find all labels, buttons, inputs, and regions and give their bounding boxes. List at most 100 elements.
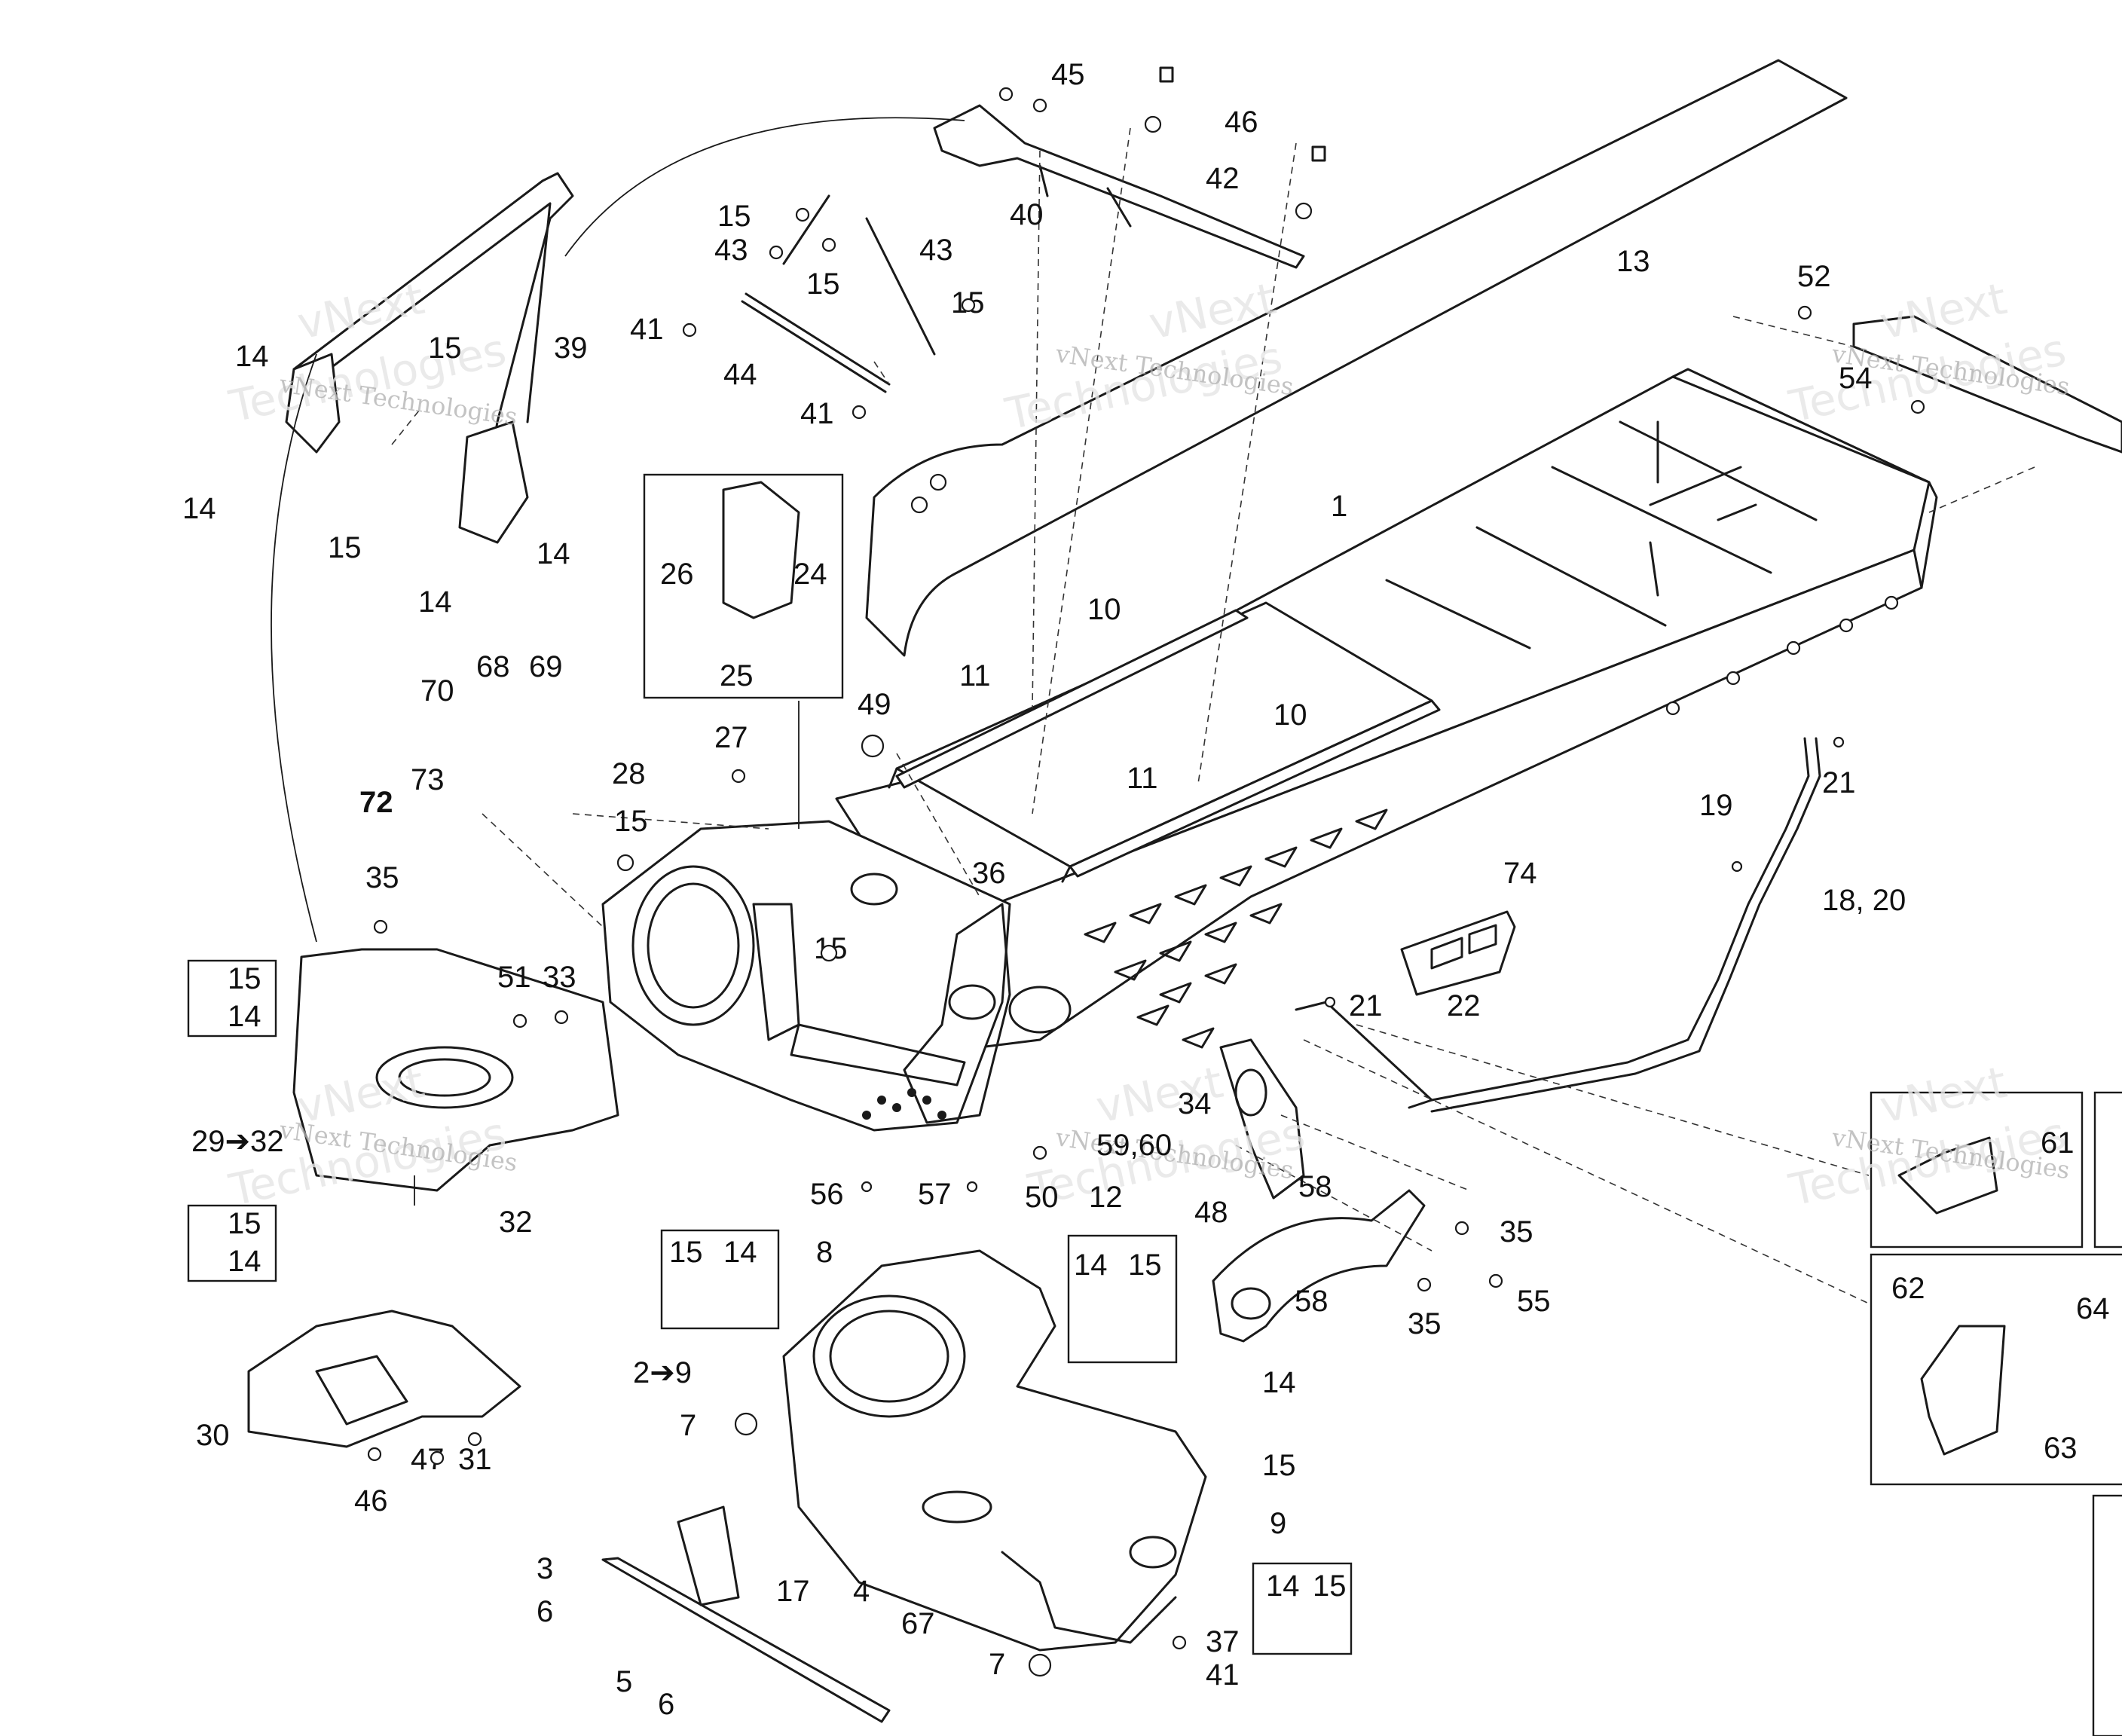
callout-54: 54	[1839, 362, 1873, 395]
upper-arm-assembly	[741, 104, 1305, 393]
watermark-vnext-1: vNext	[293, 273, 429, 350]
callout-68: 68	[476, 650, 510, 683]
callout-58-b: 58	[1295, 1285, 1329, 1318]
callout-74: 74	[1503, 857, 1537, 890]
callout-10-b: 10	[1274, 698, 1307, 732]
callout-12: 12	[1089, 1181, 1123, 1214]
callout-50: 50	[1025, 1181, 1059, 1214]
callout-41-c: 41	[1206, 1658, 1240, 1692]
callout-55: 55	[1517, 1285, 1551, 1318]
callout-2-9: 2➔9	[633, 1356, 692, 1389]
tunnel-side-holes	[1084, 808, 1388, 1049]
callout-35-a: 35	[365, 861, 399, 894]
callout-41-a: 41	[630, 313, 664, 346]
front-bulkhead	[601, 820, 1072, 1132]
callout-6-a: 6	[537, 1595, 553, 1628]
callout-28: 28	[612, 757, 646, 790]
callout-4-a: 4	[853, 1575, 870, 1608]
callout-33: 33	[543, 961, 576, 994]
rear-wheel-nubs	[1665, 595, 1899, 716]
callout-5: 5	[616, 1665, 632, 1698]
callout-15-e: 15	[328, 531, 362, 564]
callout-26: 26	[660, 558, 694, 591]
callout-31: 31	[458, 1443, 492, 1476]
callout-72: 72	[359, 786, 393, 819]
callout-21-a: 21	[1822, 766, 1856, 799]
hardware-fasteners	[367, 66, 1925, 1677]
lower-rail	[601, 1505, 891, 1723]
callout-57: 57	[918, 1178, 952, 1211]
callout-25: 25	[720, 659, 754, 692]
callout-36: 36	[972, 857, 1006, 890]
callout-17: 17	[776, 1575, 810, 1608]
callout-67: 67	[901, 1607, 935, 1640]
callout-14-a: 14	[235, 340, 269, 373]
tunnel-cover	[865, 59, 1848, 657]
callout-43-a: 43	[714, 234, 748, 267]
callout-14-b: 14	[182, 492, 216, 525]
steering-column	[285, 172, 574, 544]
left-front-mounts	[247, 948, 619, 1448]
callout-14-box4: 14	[1074, 1249, 1108, 1282]
callout-22: 22	[1447, 989, 1481, 1022]
callout-35-c: 35	[1408, 1307, 1442, 1340]
callout-41-b: 41	[800, 397, 834, 430]
side-brackets	[1212, 1038, 1426, 1343]
callout-39: 39	[554, 332, 588, 365]
callout-14-e: 14	[1262, 1366, 1296, 1399]
callout-42: 42	[1206, 162, 1240, 195]
callout-58-a: 58	[1298, 1170, 1332, 1203]
callout-18-20: 18, 20	[1822, 884, 1906, 917]
callout-11-a: 11	[959, 659, 991, 692]
callout-15-box2: 15	[228, 1207, 261, 1240]
callout-15-box5: 15	[1313, 1569, 1347, 1603]
callout-24: 24	[793, 558, 827, 591]
callout-6-b: 6	[658, 1688, 674, 1721]
callout-51: 51	[497, 961, 531, 994]
callout-14-c: 14	[537, 537, 570, 570]
callout-70: 70	[420, 674, 454, 708]
callout-15-box3: 15	[669, 1236, 703, 1269]
callout-15-box4: 15	[1128, 1249, 1162, 1282]
callout-35-b: 35	[1500, 1215, 1533, 1249]
callout-30: 30	[196, 1419, 230, 1452]
callout-14-box3: 14	[723, 1236, 757, 1269]
callout-43-b: 43	[919, 234, 953, 267]
callout-14-box5: 14	[1266, 1569, 1300, 1603]
callout-15-f: 15	[614, 805, 648, 838]
callout-46-top: 46	[1225, 105, 1258, 139]
callout-61: 61	[2041, 1126, 2075, 1160]
callout-34: 34	[1178, 1087, 1212, 1120]
callout-44: 44	[723, 358, 757, 391]
callout-14-box2: 14	[228, 1245, 261, 1278]
callout-19: 19	[1699, 789, 1733, 822]
callout-69: 69	[529, 650, 563, 683]
callout-14-d: 14	[418, 585, 452, 619]
callout-labels: 45 46 42 40 13 15 43 15 43 15 41 44 41 5…	[182, 58, 2110, 1721]
callout-21-b: 21	[1349, 989, 1383, 1022]
callout-10-a: 10	[1087, 593, 1121, 626]
callout-46-b: 46	[354, 1484, 388, 1517]
callout-52: 52	[1797, 260, 1831, 293]
callout-56: 56	[810, 1178, 844, 1211]
callout-32: 32	[499, 1206, 533, 1239]
callout-64: 64	[2076, 1292, 2110, 1325]
tunnel-frame	[835, 368, 1938, 1049]
callout-73: 73	[411, 763, 445, 796]
lower-front-frame	[782, 1249, 1207, 1652]
callout-13: 13	[1616, 245, 1650, 278]
callout-11-b: 11	[1127, 762, 1158, 795]
callout-37: 37	[1206, 1625, 1240, 1658]
callout-63: 63	[2044, 1432, 2078, 1465]
callout-7-b: 7	[989, 1648, 1005, 1681]
callout-45: 45	[1051, 58, 1085, 91]
callout-3: 3	[537, 1552, 553, 1585]
callout-40: 40	[1010, 198, 1044, 231]
callout-29-32: 29➔32	[191, 1125, 284, 1158]
callout-9: 9	[1270, 1507, 1286, 1540]
callout-7-a: 7	[680, 1409, 696, 1442]
callout-62: 62	[1891, 1272, 1925, 1305]
callout-8: 8	[816, 1236, 833, 1269]
callout-59-60: 59,60	[1096, 1129, 1172, 1162]
